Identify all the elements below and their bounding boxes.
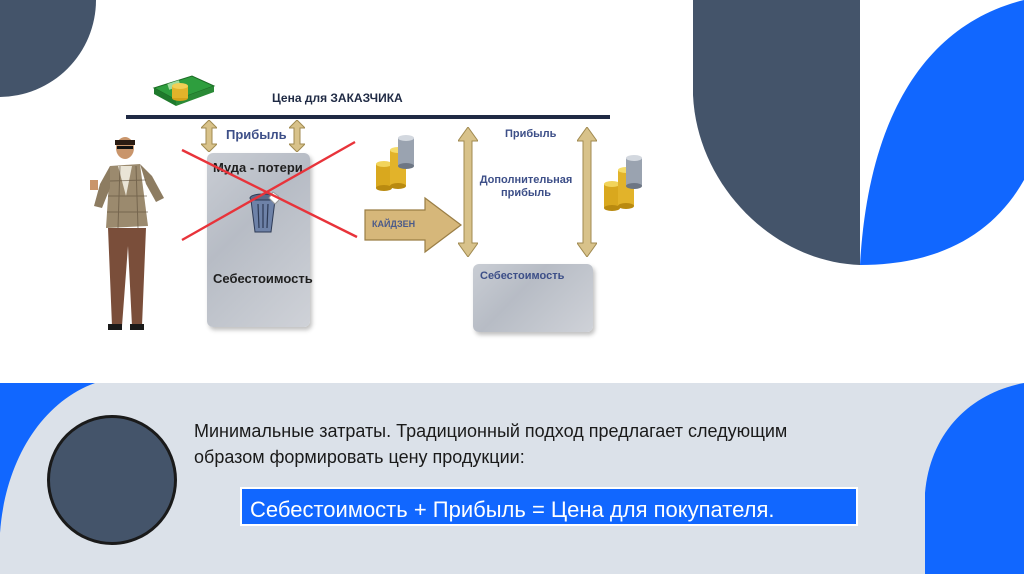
decor-circle-left <box>47 415 177 545</box>
right-cost-label: Себестоимость <box>480 270 564 282</box>
decor-top-right-shapes <box>693 0 1024 265</box>
price-label: Цена для ЗАКАЗЧИКА <box>272 91 403 105</box>
right-arrow-b <box>577 127 597 257</box>
coins-stack-icon <box>372 130 418 194</box>
decor-top-left-quarter-circle <box>0 0 96 97</box>
formula-text: Себестоимость + Прибыль = Цена для покуп… <box>250 494 860 526</box>
coins-stack-icon-right <box>600 150 646 214</box>
right-profit-label: Прибыль <box>505 128 556 140</box>
right-extra-profit-label: Дополнительная прибыль <box>478 174 574 200</box>
kaizen-label: КАЙДЗЕН <box>372 219 415 229</box>
price-line <box>126 115 610 119</box>
red-cross <box>177 140 362 245</box>
left-cost-label: Себестоимость <box>213 271 313 286</box>
description-text: Минимальные затраты. Традиционный подход… <box>194 418 834 470</box>
decor-bottom-right-shape <box>925 383 1024 574</box>
money-stack-icon <box>152 72 216 112</box>
person-figure-icon <box>90 136 170 334</box>
right-arrow-a <box>458 127 478 257</box>
